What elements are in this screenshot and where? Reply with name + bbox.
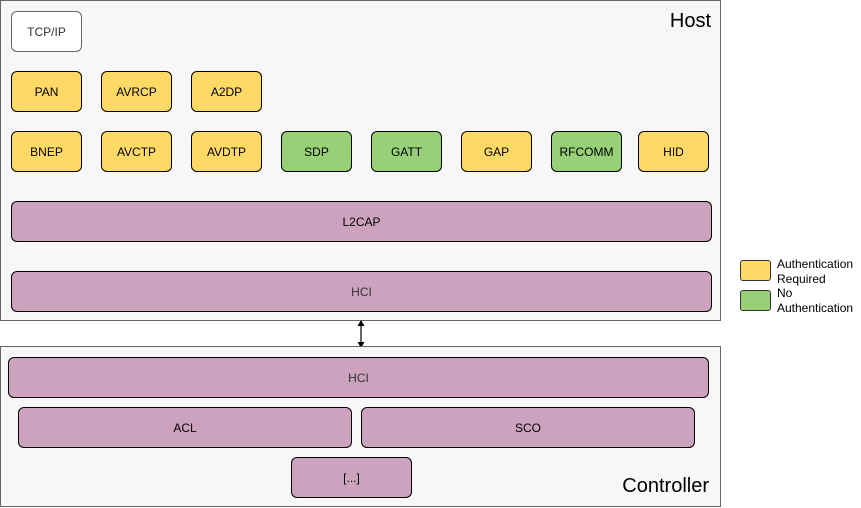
legend-no-auth-label: No Authentication xyxy=(777,286,854,315)
legend-auth-required-label: Authentication Required xyxy=(777,257,854,286)
controller-hci-layer: HCI xyxy=(8,357,709,398)
rfcomm-box: RFCOMM xyxy=(551,131,622,172)
sdp-box: SDP xyxy=(281,131,352,172)
gap-box: GAP xyxy=(461,131,532,172)
more-layer: [...] xyxy=(291,457,412,498)
controller-panel: HCI ACL SCO [...] Controller xyxy=(0,346,721,507)
acl-layer: ACL xyxy=(18,407,352,448)
avdtp-box: AVDTP xyxy=(191,131,262,172)
gatt-box: GATT xyxy=(371,131,442,172)
host-title: Host xyxy=(669,10,711,32)
avrcp-box: AVRCP xyxy=(101,71,172,112)
legend-no-auth-swatch xyxy=(740,290,771,311)
bnep-box: BNEP xyxy=(11,131,82,172)
pan-box: PAN xyxy=(11,71,82,112)
hid-box: HID xyxy=(638,131,709,172)
sco-layer: SCO xyxy=(361,407,695,448)
host-panel: Host TCP/IP PAN AVRCP A2DP BNEP AVCTP AV… xyxy=(0,0,721,321)
legend-auth-required-swatch xyxy=(740,260,771,281)
host-hci-layer: HCI xyxy=(11,271,712,312)
l2cap-layer: L2CAP xyxy=(11,201,712,242)
controller-title: Controller xyxy=(622,475,709,497)
a2dp-box: A2DP xyxy=(191,71,262,112)
avctp-box: AVCTP xyxy=(101,131,172,172)
tcpip-box: TCP/IP xyxy=(11,11,82,52)
bidirectional-arrow-icon xyxy=(357,320,365,348)
